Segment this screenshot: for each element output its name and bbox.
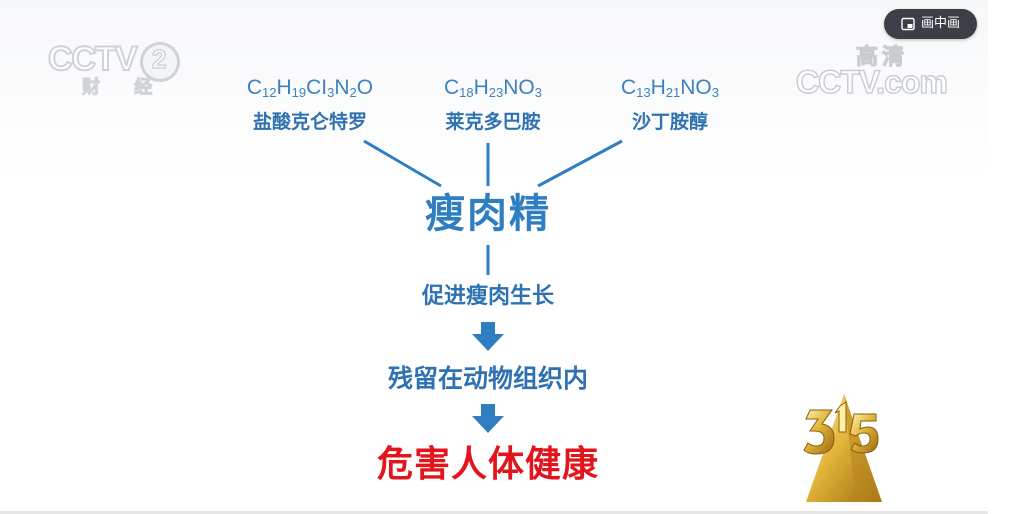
compound-name-3: 沙丁胺醇 [631, 111, 708, 133]
channel-logo: CCTV 2 财 经 [47, 39, 180, 100]
down-arrow-icon [472, 322, 504, 351]
formula-subscript: 3 [327, 85, 335, 100]
formula-element: C [443, 76, 460, 99]
down-arrow-icon [472, 404, 504, 433]
frame-right-margin [988, 0, 1030, 514]
pip-button-label: 画中画 [920, 16, 960, 31]
formula-element: H [276, 76, 292, 99]
compound-formula-1: C12H19CI3N2O [220, 76, 400, 105]
channel-logo-sub: 财 经 [81, 77, 167, 98]
channel-logo-circle [140, 42, 180, 82]
formula-element: NO [680, 76, 712, 99]
channel-logo-brand: CCTV [47, 39, 139, 79]
formula-subscript: 23 [488, 85, 504, 100]
formula-element: N [334, 76, 350, 99]
connector-line-right [537, 139, 623, 188]
compound-formula-3: C13H21NO3 [580, 76, 760, 105]
formula-element: CI [306, 76, 328, 99]
harm-text: 危害人体健康 [376, 444, 599, 485]
hd-watermark-site: CCTV.com [795, 63, 948, 101]
315-badge-icon [803, 394, 882, 502]
formula-subscript: 3 [711, 85, 719, 100]
compound-name-2: 莱克多巴胺 [445, 111, 541, 133]
formula-subscript: 19 [291, 85, 307, 100]
formula-subscript: 18 [459, 85, 474, 100]
picture-in-picture-icon [901, 17, 915, 31]
formula-subscript: 3 [534, 85, 542, 100]
formula-subscript: 2 [349, 85, 357, 100]
formula-subscript: 21 [665, 85, 681, 100]
formula-subscript: 12 [262, 85, 277, 100]
formula-element: NO [503, 76, 535, 99]
compound-formula-2: C18H23NO3 [403, 76, 583, 105]
residue-text: 残留在动物组织内 [387, 364, 588, 393]
compound-name-1: 盐酸克仑特罗 [252, 111, 367, 133]
formula-element: O [356, 76, 374, 99]
effect-text: 促进瘦肉生长 [421, 284, 554, 309]
formula-element: C [246, 76, 263, 99]
formula-element: H [650, 76, 666, 99]
formula-subscript: 13 [636, 85, 651, 100]
formula-element: C [620, 76, 637, 99]
pip-button[interactable]: 画中画 [884, 9, 977, 39]
main-term: 瘦肉精 [425, 191, 551, 237]
channel-logo-number: 2 [151, 43, 167, 75]
formula-element: H [473, 76, 489, 99]
connector-line-left [363, 139, 442, 188]
frame-bottom-edge [0, 511, 988, 514]
hd-watermark-tag: 高清 [855, 45, 909, 70]
